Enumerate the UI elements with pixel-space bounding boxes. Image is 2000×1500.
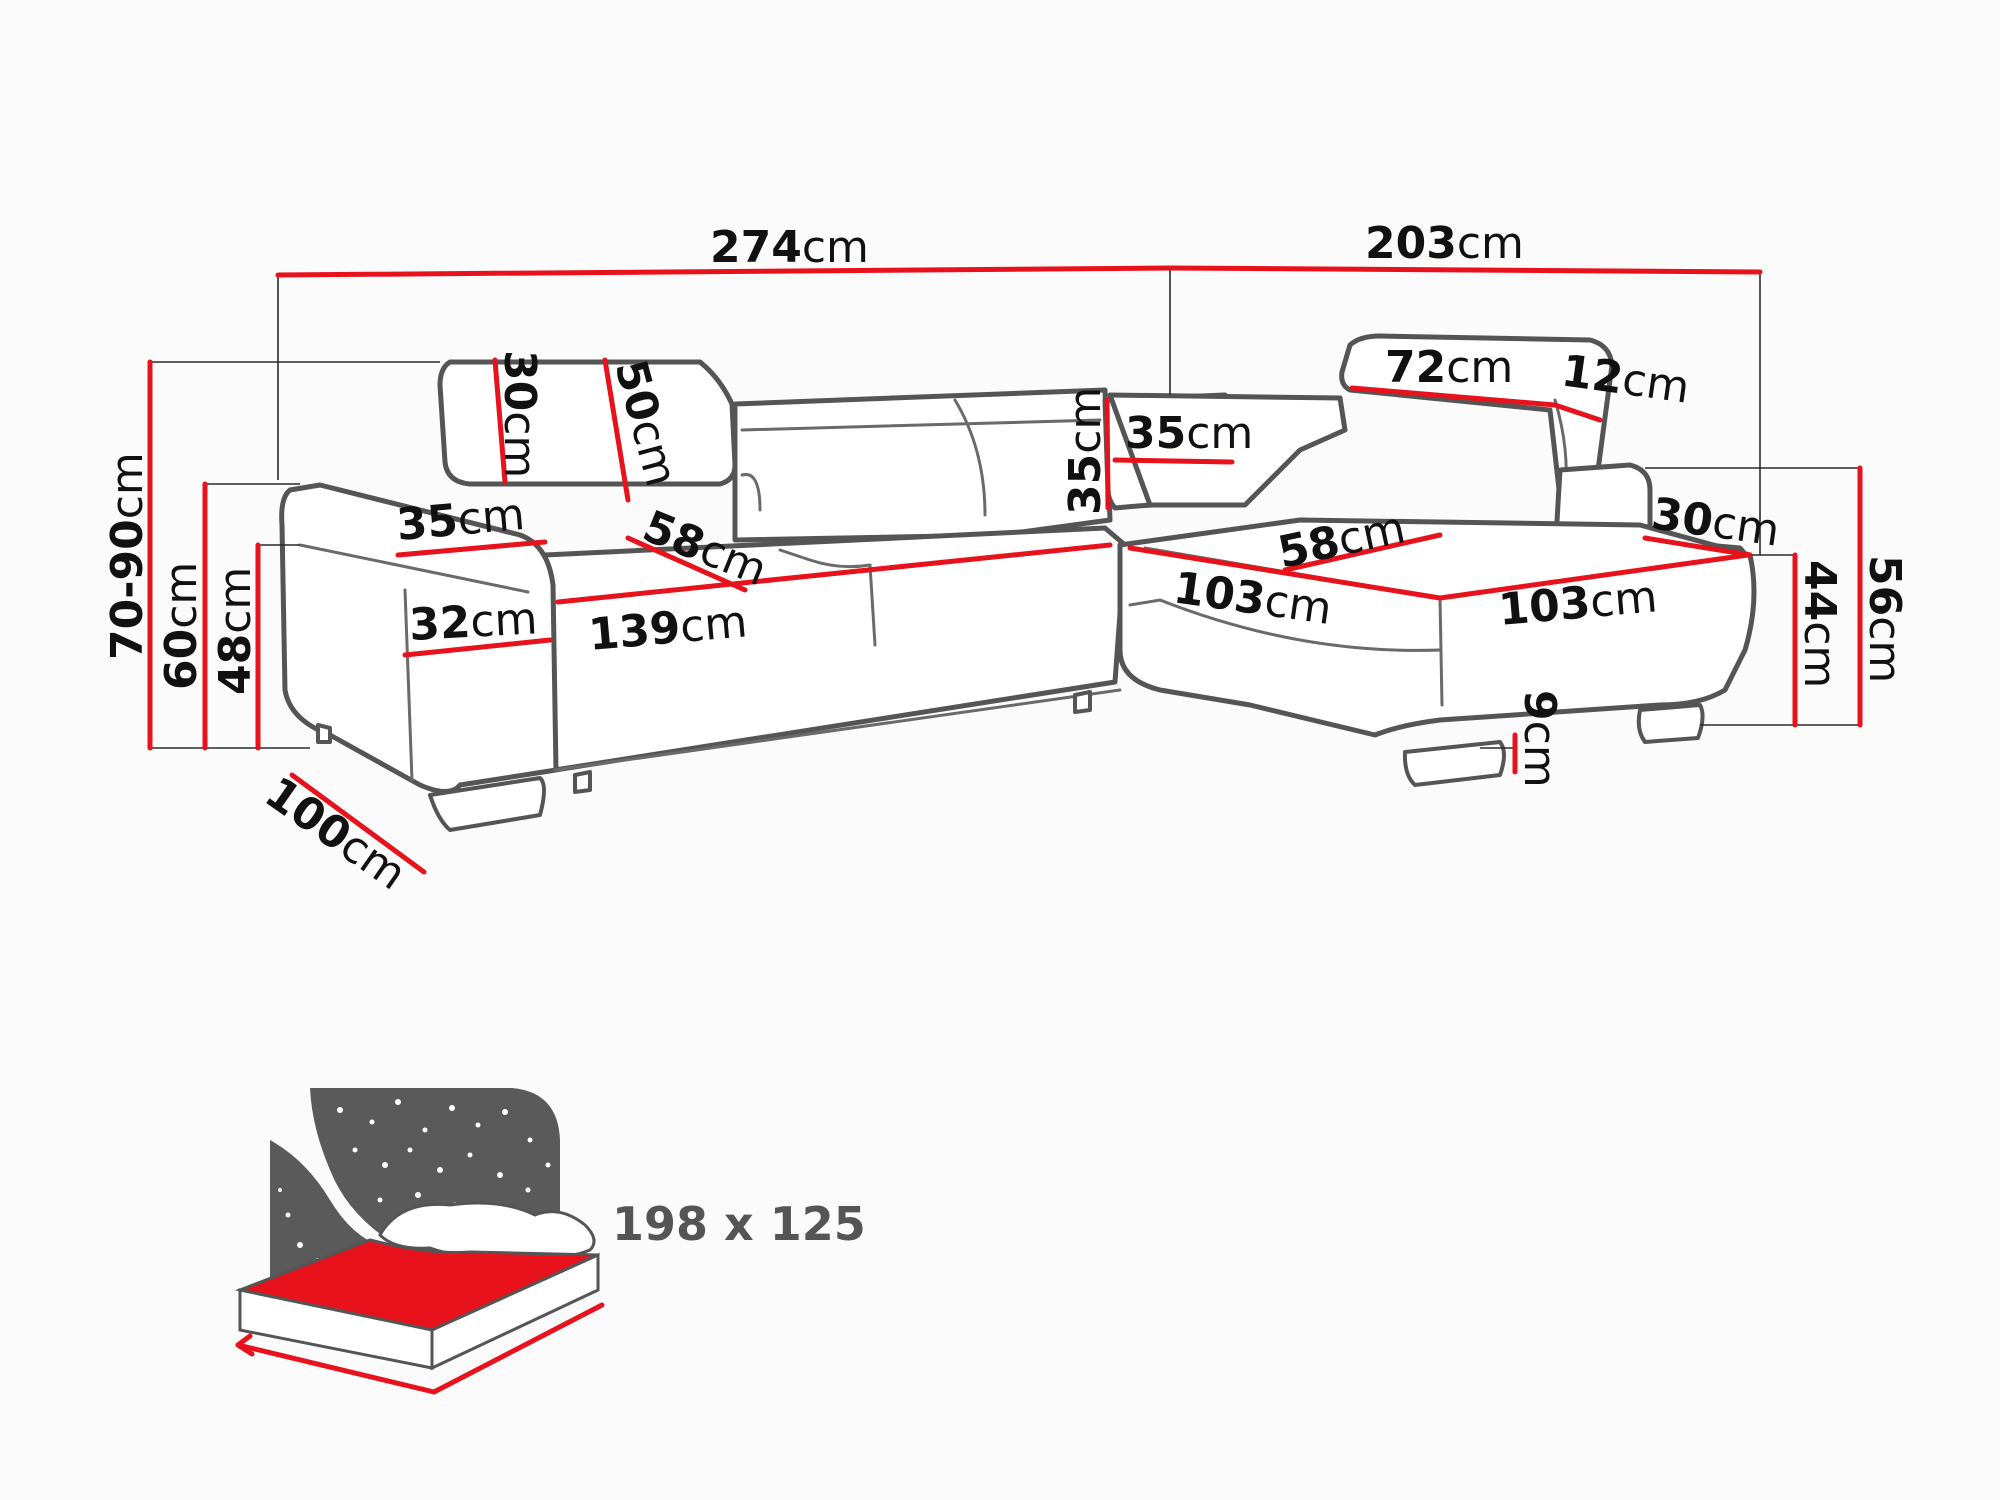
label-103-front: 103cm xyxy=(1170,562,1334,635)
leg-chaise-side xyxy=(1636,703,1705,744)
dimension-lines xyxy=(147,265,1863,875)
label-9: 9cm xyxy=(1514,690,1565,788)
label-139: 139cm xyxy=(587,596,750,661)
main-backrest xyxy=(732,387,1113,543)
dim-line-12 xyxy=(1552,402,1603,423)
leg-left-front xyxy=(428,776,546,832)
label-44: 44cm xyxy=(1794,560,1845,688)
chaise-seat xyxy=(1117,517,1757,738)
dim-line-58-chaise xyxy=(1282,532,1443,573)
dim-line-30-headrest xyxy=(492,357,508,485)
bed-function-icon: 198 x 125 xyxy=(234,1088,866,1395)
dim-line-50 xyxy=(602,357,631,503)
leg-center-2 xyxy=(573,770,592,794)
label-103-side: 103cm xyxy=(1497,571,1660,636)
dim-line-103-front xyxy=(1127,545,1443,601)
dim-line-58-left xyxy=(625,535,748,593)
dim-line-103-side xyxy=(1437,552,1751,601)
leg-center-1 xyxy=(1073,690,1092,714)
dim-line-139 xyxy=(555,542,1113,605)
label-274: 274cm xyxy=(710,222,869,273)
label-12: 12cm xyxy=(1558,345,1692,413)
bed-arrow-width xyxy=(431,1302,605,1395)
label-30-headrest: 30cm xyxy=(494,350,545,478)
night-sky-left xyxy=(270,1140,345,1265)
label-70-90: 70-90cm xyxy=(102,452,153,660)
label-30-chaise: 30cm xyxy=(1648,488,1782,556)
left-headrest xyxy=(437,359,738,487)
dim-line-274 xyxy=(275,265,1173,278)
label-35-arm: 35cm xyxy=(395,489,527,551)
dim-line-32 xyxy=(402,637,553,658)
bed-size-label: 198 x 125 xyxy=(612,1197,866,1251)
label-100: 100cm xyxy=(256,767,415,900)
dim-line-35-arm xyxy=(395,539,548,558)
label-203: 203cm xyxy=(1365,218,1524,269)
dim-line-203 xyxy=(1167,265,1763,275)
dim-line-100 xyxy=(289,772,427,875)
label-35-vert: 35cm xyxy=(1060,387,1111,515)
dim-line-72 xyxy=(1349,385,1558,408)
dimension-labels: 274cm 203cm 70-90cm 60cm 48cm 30cm 50cm … xyxy=(102,218,1910,900)
label-56: 56cm xyxy=(1859,555,1910,683)
bed-arrow-length xyxy=(235,1342,437,1395)
dim-line-35-pillow xyxy=(1112,457,1235,465)
label-35-pillow: 35cm xyxy=(1125,408,1253,459)
dim-line-35-vert xyxy=(1104,397,1111,511)
chaise-backrest xyxy=(1107,392,1348,508)
leg-back-left xyxy=(316,723,332,744)
left-armrest xyxy=(279,482,559,794)
leg-chaise-front xyxy=(1402,740,1506,787)
label-72: 72cm xyxy=(1385,342,1513,393)
dim-line-30-chaise xyxy=(1642,535,1753,558)
label-48: 48cm xyxy=(210,567,261,695)
label-32: 32cm xyxy=(408,593,539,651)
mattress-side xyxy=(430,1252,600,1371)
guide-lines xyxy=(150,268,1860,770)
label-60: 60cm xyxy=(156,562,207,690)
